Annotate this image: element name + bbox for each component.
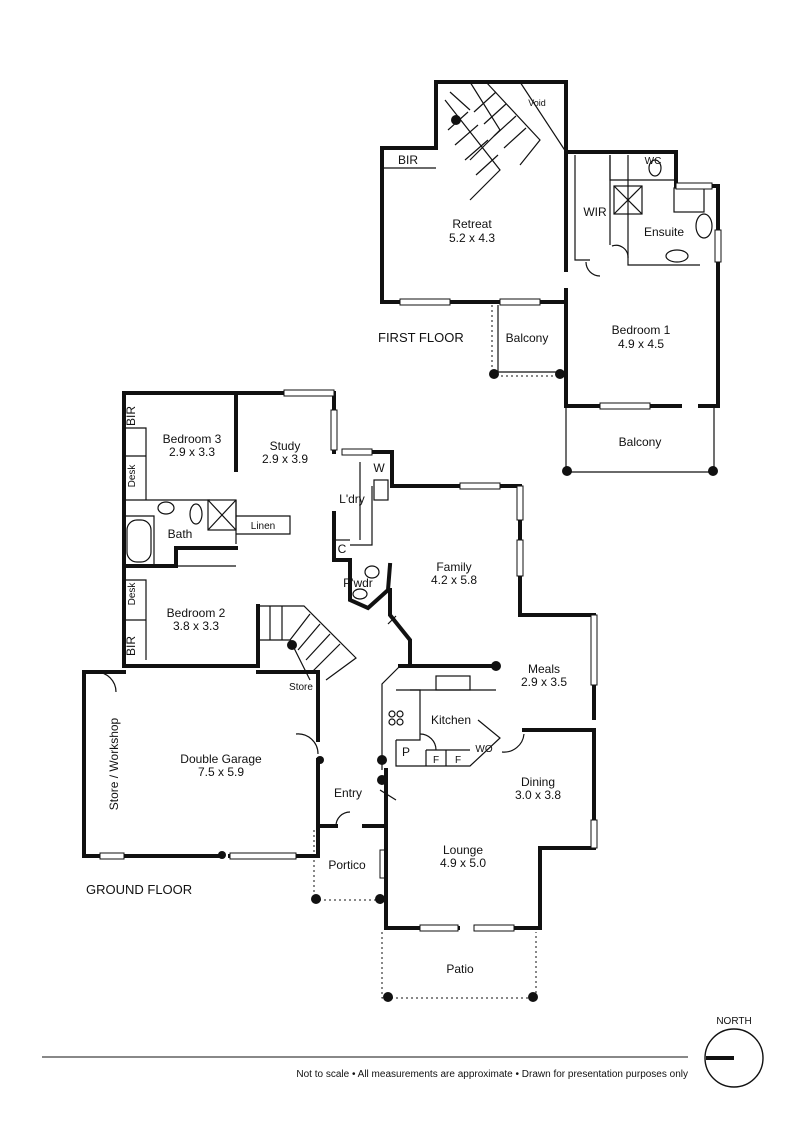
ensuite-label: Ensuite <box>644 225 684 239</box>
double-garage-label: Double Garage <box>180 752 262 766</box>
powder-label: P'wdr <box>343 576 373 590</box>
ground-floor-title: GROUND FLOOR <box>86 882 192 897</box>
w-label: W <box>373 461 385 475</box>
fridge1-label: F <box>433 755 439 766</box>
desk-bed2-label: Desk <box>127 582 138 606</box>
bir-bed2-label: BIR <box>124 636 138 656</box>
wc-label: WC <box>645 156 662 167</box>
family-label: Family <box>436 560 471 574</box>
ground-floor-plan <box>82 389 598 1002</box>
room-labels: Void BIR Retreat 5.2 x 4.3 WC WIR Ensuit… <box>107 98 684 976</box>
meals-dims: 2.9 x 3.5 <box>521 675 567 689</box>
bedroom1-label: Bedroom 1 <box>612 323 671 337</box>
study-dims: 2.9 x 3.9 <box>262 452 308 466</box>
linen-label: Linen <box>251 521 275 532</box>
bir-first-label: BIR <box>398 153 418 167</box>
c-label: C <box>338 542 347 556</box>
compass-circle-icon <box>704 1028 764 1088</box>
floor-titles: FIRST FLOOR GROUND FLOOR <box>86 330 464 897</box>
portico-label: Portico <box>328 858 366 872</box>
bedroom2-dims: 3.8 x 3.3 <box>173 619 219 633</box>
bedroom1-dims: 4.9 x 4.5 <box>618 337 664 351</box>
bir-bed3-label: BIR <box>124 406 138 426</box>
patio-label: Patio <box>446 962 474 976</box>
kitchen-label: Kitchen <box>431 713 471 727</box>
first-floor-plan <box>380 80 722 476</box>
lounge-dims: 4.9 x 5.0 <box>440 856 486 870</box>
compass-label: NORTH <box>716 1016 751 1027</box>
wo-label: WO <box>475 744 492 755</box>
entry-label: Entry <box>334 786 362 800</box>
dining-dims: 3.0 x 3.8 <box>515 788 561 802</box>
bath-label: Bath <box>168 527 193 541</box>
first-floor-title: FIRST FLOOR <box>378 330 464 345</box>
laundry-label: L'dry <box>339 492 365 506</box>
retreat-dims: 5.2 x 4.3 <box>449 231 495 245</box>
void-label: Void <box>528 98 546 108</box>
store-label: Store <box>289 682 313 693</box>
north-compass: NORTH <box>704 1016 764 1088</box>
meals-label: Meals <box>528 662 560 676</box>
study-label: Study <box>270 439 301 453</box>
dining-label: Dining <box>521 775 555 789</box>
lounge-label: Lounge <box>443 843 483 857</box>
bedroom3-dims: 2.9 x 3.3 <box>169 445 215 459</box>
fridge2-label: F <box>455 755 461 766</box>
store-workshop-label: Store / Workshop <box>107 717 121 810</box>
bedroom3-label: Bedroom 3 <box>163 432 222 446</box>
balcony-large-label: Balcony <box>619 435 662 449</box>
family-dims: 4.2 x 5.8 <box>431 573 477 587</box>
wir-label: WIR <box>583 205 607 219</box>
footer-disclaimer: Not to scale • All measurements are appr… <box>296 1069 688 1080</box>
retreat-label: Retreat <box>452 217 492 231</box>
balcony-small-label: Balcony <box>506 331 549 345</box>
double-garage-dims: 7.5 x 5.9 <box>198 765 244 779</box>
desk-bed3-label: Desk <box>127 464 138 488</box>
bedroom2-label: Bedroom 2 <box>167 606 226 620</box>
pantry-label: P <box>402 745 410 759</box>
